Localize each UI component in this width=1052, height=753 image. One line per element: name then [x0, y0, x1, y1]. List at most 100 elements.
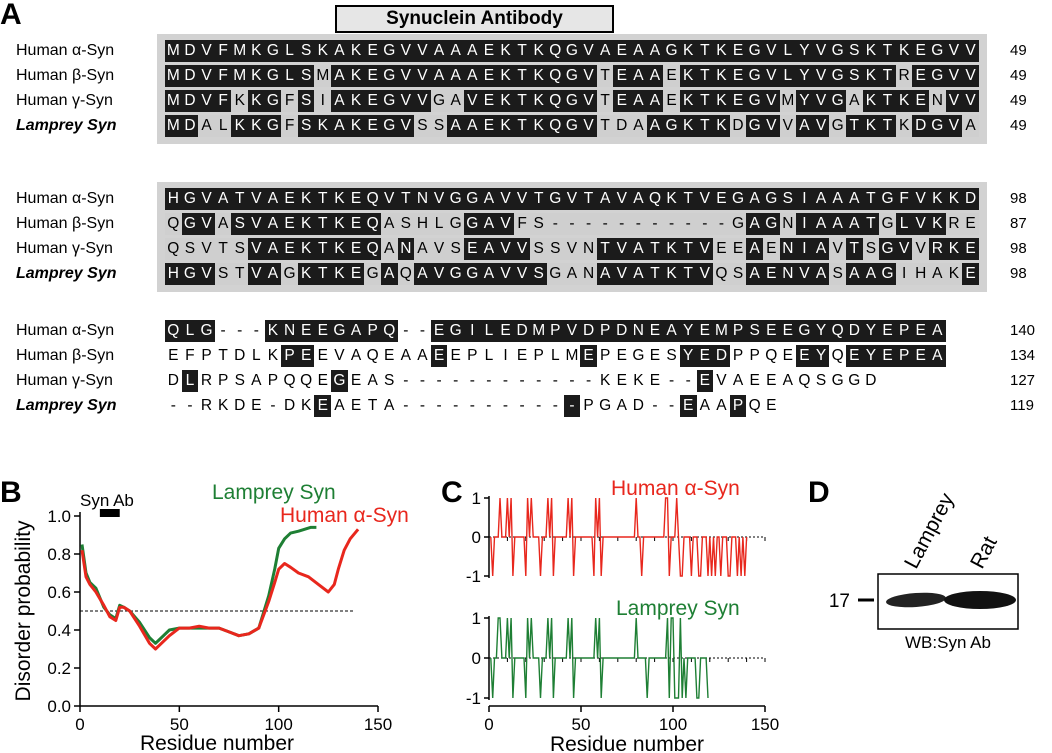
alignment-row-label: Lamprey Syn [16, 265, 117, 282]
residue: Q [397, 263, 415, 285]
residue: A [630, 238, 647, 260]
residue: E [350, 397, 362, 414]
residue: E [480, 90, 498, 112]
residue: A [380, 238, 398, 260]
residue: A [630, 115, 647, 137]
residue: A [251, 372, 262, 389]
residue: K [314, 115, 332, 137]
residue: A [214, 188, 232, 210]
residue: A [331, 115, 348, 137]
x-tick-label: 50 [170, 715, 189, 734]
residue: K [530, 40, 548, 62]
residue: K [231, 115, 249, 137]
residue: A [430, 40, 448, 62]
x-tick-label: 100 [659, 715, 687, 734]
residue: T [845, 238, 863, 260]
residue: E [613, 40, 631, 62]
residue: A [414, 263, 431, 285]
y-tick-label: 1 [472, 609, 481, 628]
residue: M [165, 115, 182, 137]
residue: E [317, 372, 328, 389]
residue: G [729, 188, 747, 210]
residue: V [945, 115, 963, 137]
residue: - [486, 397, 492, 414]
residue: A [264, 188, 282, 210]
residue: A [646, 90, 664, 112]
residue: Q [829, 320, 846, 342]
residue: T [214, 238, 232, 260]
residue: - [679, 213, 697, 235]
residue: E [480, 115, 498, 137]
residue: V [563, 320, 581, 342]
residue: V [513, 188, 531, 210]
residue: G [632, 347, 645, 364]
residue: E [281, 238, 298, 260]
residue: G [281, 263, 298, 285]
residue: G [829, 90, 846, 112]
residue: Q [765, 347, 778, 364]
residue: K [663, 188, 680, 210]
residue: G [463, 188, 481, 210]
residue: N [630, 320, 647, 342]
residue: - [536, 372, 542, 389]
residue: T [879, 90, 896, 112]
residue: N [414, 188, 431, 210]
residue: E [729, 90, 747, 112]
residue: E [616, 372, 627, 389]
panel-label-b: B [0, 476, 22, 509]
residue: A [845, 188, 863, 210]
alignment-row-label: Lamprey Syn [16, 117, 117, 134]
residue: K [945, 188, 963, 210]
residue: A [862, 263, 880, 285]
residue: Q [364, 238, 381, 260]
residue: A [829, 213, 846, 235]
residue: A [616, 397, 627, 414]
antibody-label-box: Synuclein Antibody [335, 5, 614, 33]
residue: S [231, 238, 249, 260]
y-tick-label: -1 [466, 567, 481, 586]
residue: K [248, 40, 265, 62]
residue: A [746, 213, 763, 235]
residue: A [331, 65, 348, 87]
residue: K [497, 40, 514, 62]
residue: K [862, 65, 880, 87]
residue: - [613, 213, 631, 235]
residue: - [669, 372, 675, 389]
residue: K [862, 115, 880, 137]
residue: A [845, 90, 863, 112]
residue: T [231, 188, 249, 210]
residue: R [945, 213, 963, 235]
residue: S [430, 115, 448, 137]
residue: E [696, 370, 714, 392]
residue: K [679, 90, 697, 112]
residue-count: 119 [1010, 397, 1034, 414]
residue: Y [796, 40, 813, 62]
residue: E [480, 65, 498, 87]
residue: A [699, 397, 710, 414]
residue: E [912, 65, 930, 87]
alignment-row-label: Human β-Syn [16, 215, 115, 232]
residue: V [513, 238, 531, 260]
residue: Y [679, 320, 697, 342]
residue: L [779, 40, 797, 62]
residue: Q [165, 320, 182, 342]
residue: G [264, 115, 282, 137]
series-label: Lamprey Syn [616, 597, 740, 620]
residue: G [563, 65, 581, 87]
residue-count: 49 [1010, 42, 1027, 59]
residue: K [713, 115, 730, 137]
residue: A [812, 238, 830, 260]
residue: M [165, 90, 182, 112]
residue: A [746, 238, 763, 260]
residue: V [248, 238, 265, 260]
residue: K [347, 90, 365, 112]
residue-count: 140 [1010, 322, 1036, 339]
residue: I [895, 263, 913, 285]
residue: V [912, 238, 930, 260]
residue: E [962, 213, 979, 235]
